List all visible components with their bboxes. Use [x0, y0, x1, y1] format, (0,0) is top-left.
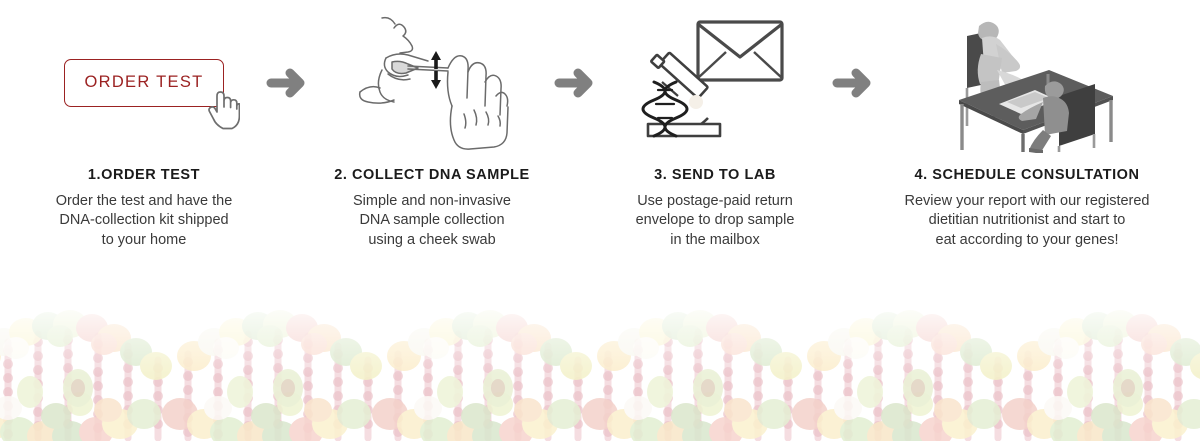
microscope-shape [646, 51, 722, 138]
step-2-title: 2. COLLECT DNA SAMPLE [334, 167, 530, 183]
dna-helix-fruits-vegetables-icon [0, 296, 1200, 441]
microscope-envelope-icon [640, 10, 790, 155]
step-send-to-lab: 3. SEND TO LAB Use postage-paid return e… [604, 0, 826, 250]
step-2-description: Simple and non-invasive DNA sample colle… [353, 193, 511, 248]
arrow-right-icon-1 [260, 0, 316, 165]
step-collect-dna-sample: 2. COLLECT DNA SAMPLE Simple and non-inv… [316, 0, 548, 250]
pointing-hand-cursor-icon [206, 86, 241, 137]
step-1-description: Order the test and have the DNA-collecti… [55, 193, 233, 248]
dna-helix-shape [641, 80, 689, 138]
arrow-right-icon-2 [548, 0, 604, 165]
arrow-right-icon-3 [826, 0, 882, 165]
order-test-button-label: ORDER TEST [84, 73, 204, 91]
step-schedule-consultation: 4. SCHEDULE CONSULTATION Review your rep… [882, 0, 1172, 250]
cheek-swab-mouth-icon [352, 10, 512, 155]
step-order-test: ORDER TEST 1.ORDER TEST Order the test a… [28, 0, 260, 250]
step-1-artwork: ORDER TEST [28, 0, 260, 165]
step-3-description: Use postage-paid return envelope to drop… [635, 193, 795, 248]
order-test-button[interactable]: ORDER TEST [64, 58, 224, 107]
envelope-shape [696, 20, 784, 82]
step-3-title: 3. SEND TO LAB [654, 167, 776, 183]
step-4-description: Review your report with our registered d… [904, 193, 1150, 248]
consultation-desk-icon [937, 8, 1117, 158]
order-test-button-wrap: ORDER TEST [64, 58, 241, 129]
step-4-title: 4. SCHEDULE CONSULTATION [914, 167, 1140, 183]
step-3-artwork [604, 0, 826, 165]
step-1-title: 1.ORDER TEST [87, 167, 201, 183]
steps-row: ORDER TEST 1.ORDER TEST Order the test a… [28, 0, 1172, 250]
step-4-artwork [882, 0, 1172, 165]
step-2-artwork [316, 0, 548, 165]
